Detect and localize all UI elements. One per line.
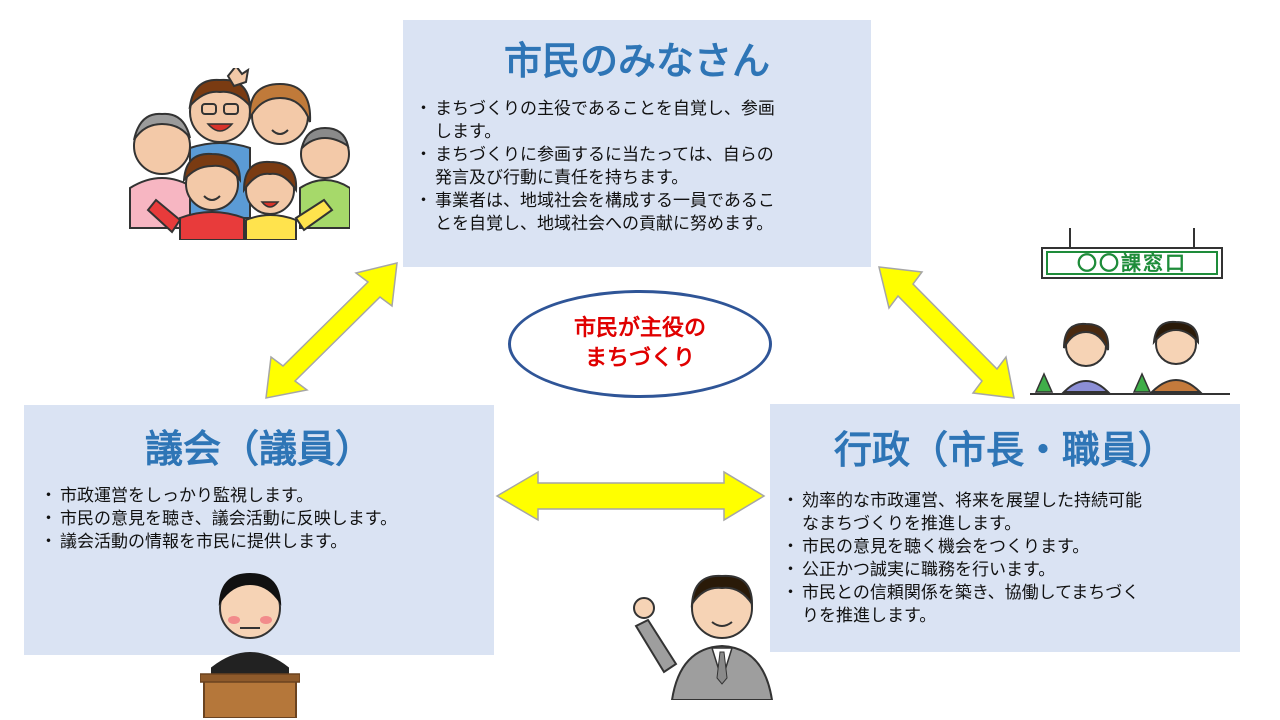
administration-bullet-list: 効率的な市政運営、将来を展望した持続可能 なまちづくりを推進します。 市民の意見… bbox=[782, 490, 1232, 628]
assembly-member-illustration bbox=[200, 572, 300, 718]
citizens-bullet: まちづくりの主役であることを自覚し、参画 します。 bbox=[415, 98, 865, 144]
family-illustration bbox=[129, 68, 350, 240]
citizens-bullet: 事業者は、地域社会を構成する一員であるこ とを自覚し、地域社会への貢献に努めます… bbox=[415, 190, 865, 236]
assembly-bullet: 議会活動の情報を市民に提供します。 bbox=[40, 531, 490, 554]
administration-bullet: 市民との信頼関係を築き、協働してまちづく りを推進します。 bbox=[782, 582, 1232, 628]
citizens-title: 市民のみなさん bbox=[503, 39, 770, 83]
arrow-citizens-administration bbox=[878, 266, 1015, 399]
window-sign-graphic bbox=[1041, 228, 1223, 279]
citizens-bullet-list: まちづくりの主役であることを自覚し、参画 します。 まちづくりに参画するに当たっ… bbox=[415, 98, 865, 236]
assembly-title: 議会（議員） bbox=[144, 427, 373, 471]
administration-title: 行政（市長・職員） bbox=[833, 428, 1176, 472]
citizens-bullet: まちづくりに参画するに当たっては、自らの 発言及び行動に責任を持ちます。 bbox=[415, 144, 865, 190]
arrow-assembly-administration bbox=[495, 470, 766, 522]
window-sign-label: 〇〇課窓口 bbox=[1077, 251, 1187, 275]
administration-box: 行政（市長・職員） 効率的な市政運営、将来を展望した持続可能 なまちづくりを推進… bbox=[770, 404, 1240, 652]
center-ellipse: 市民が主役の まちづくり bbox=[508, 290, 772, 398]
assembly-bullet-list: 市政運営をしっかり監視します。 市民の意見を聴き、議会活動に反映します。 議会活… bbox=[40, 485, 490, 554]
citizens-box: 市民のみなさん まちづくりの主役であることを自覚し、参画 します。 まちづくりに… bbox=[403, 20, 871, 267]
mayor-illustration bbox=[633, 574, 774, 700]
administration-bullet: 市民の意見を聴く機会をつくります。 bbox=[782, 536, 1232, 559]
arrow-citizens-assembly bbox=[265, 262, 398, 399]
administration-bullet: 効率的な市政運営、将来を展望した持続可能 なまちづくりを推進します。 bbox=[782, 490, 1232, 536]
administration-bullet: 公正かつ誠実に職務を行います。 bbox=[782, 559, 1232, 582]
center-text-line2: まちづくり bbox=[584, 346, 695, 371]
assembly-bullet: 市民の意見を聴き、議会活動に反映します。 bbox=[40, 508, 490, 531]
center-text-line1: 市民が主役の bbox=[573, 316, 706, 341]
window-staff-illustration bbox=[1030, 320, 1230, 395]
assembly-bullet: 市政運営をしっかり監視します。 bbox=[40, 485, 490, 508]
